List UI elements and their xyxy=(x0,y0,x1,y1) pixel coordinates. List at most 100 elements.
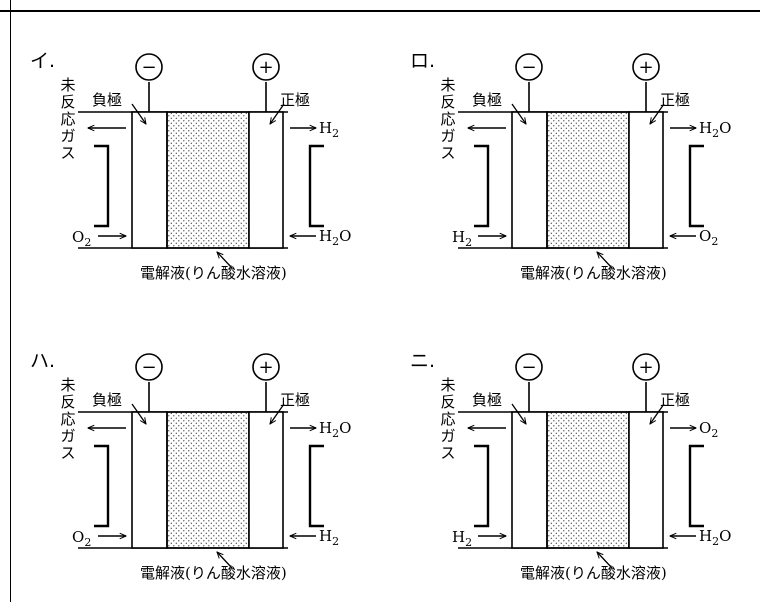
negative-terminal xyxy=(135,353,163,381)
negative-terminal xyxy=(515,53,543,81)
positive-terminal xyxy=(632,353,660,381)
option-label-ni: ニ. xyxy=(410,350,436,372)
unreacted-gas-char-2: 反 xyxy=(440,393,455,411)
positive-electrode-label: 正極 xyxy=(280,91,310,109)
positive-electrode-pointer xyxy=(270,103,285,124)
left-supply-gas: H2 xyxy=(452,528,472,549)
right-supply-gas: O2 xyxy=(699,227,718,248)
positive-sign: + xyxy=(638,57,653,78)
unreacted-gas-char-1: 未 xyxy=(440,76,455,94)
right-bracket xyxy=(688,144,704,228)
right-exhaust-gas: O2 xyxy=(699,419,718,440)
electrolyte-pointer xyxy=(217,252,233,269)
unreacted-gas-char-2: 反 xyxy=(440,93,455,111)
electrolyte-label: 電解液(りん酸水溶液) xyxy=(520,264,667,282)
positive-electrode-label: 正極 xyxy=(280,391,310,409)
electrolyte-region xyxy=(546,111,630,249)
unreacted-gas-char-1: 未 xyxy=(440,376,455,394)
option-label-i: イ. xyxy=(30,50,56,72)
positive-terminal xyxy=(632,53,660,81)
electrolyte-region xyxy=(166,411,250,549)
negative-electrode-pointer xyxy=(511,103,526,124)
right-supply-gas: H2O xyxy=(699,527,731,548)
option-label-ro: ロ. xyxy=(410,50,436,72)
right-exhaust-gas: H2O xyxy=(699,119,731,140)
unreacted-gas-char-5: ス xyxy=(440,144,455,162)
positive-terminal xyxy=(252,353,280,381)
unreacted-gas-char-4: ガ xyxy=(440,127,455,145)
negative-sign: − xyxy=(141,357,156,378)
left-supply-gas: O2 xyxy=(72,228,91,249)
negative-sign: − xyxy=(521,357,536,378)
negative-terminal xyxy=(515,353,543,381)
unreacted-gas-char-1: 未 xyxy=(60,376,75,394)
positive-electrode-pointer xyxy=(650,403,665,424)
right-supply-gas: H2O xyxy=(319,227,351,248)
positive-electrode-pointer xyxy=(270,403,285,424)
positive-electrode xyxy=(248,411,284,549)
positive-electrode-label: 正極 xyxy=(660,91,690,109)
cell-ha: − + 負極 正極 未 反 応 ガ ス O2 H2O H2 電解液(りん酸水溶液… xyxy=(60,353,351,582)
unreacted-gas-char-4: ガ xyxy=(60,427,75,445)
left-bracket xyxy=(474,444,490,528)
electrolyte-label: 電解液(りん酸水溶液) xyxy=(140,264,287,282)
negative-sign: − xyxy=(521,57,536,78)
cell-ro: − + 負極 正極 未 反 応 ガ ス H2 H2O O2 電解液(りん酸水溶液… xyxy=(440,53,731,282)
positive-sign: + xyxy=(638,357,653,378)
unreacted-gas-char-4: ガ xyxy=(440,427,455,445)
unreacted-gas-char-5: ス xyxy=(60,144,75,162)
electrolyte-label: 電解液(りん酸水溶液) xyxy=(520,564,667,582)
right-bracket xyxy=(308,144,324,228)
negative-electrode-label: 負極 xyxy=(92,91,122,109)
unreacted-gas-char-3: 応 xyxy=(60,410,75,428)
positive-electrode-label: 正極 xyxy=(660,391,690,409)
negative-electrode-pointer xyxy=(131,403,146,424)
negative-electrode-label: 負極 xyxy=(472,391,502,409)
electrolyte-pointer xyxy=(217,552,233,569)
cell-i: − + 負極 正極 未 反 応 ガ ス O2 H2 H2O 電解液(りん酸水溶液… xyxy=(60,53,351,282)
electrolyte-label: 電解液(りん酸水溶液) xyxy=(140,564,287,582)
positive-electrode xyxy=(248,111,284,249)
unreacted-gas-char-4: ガ xyxy=(60,127,75,145)
left-rule xyxy=(10,0,11,602)
right-bracket xyxy=(308,444,324,528)
option-label-ha: ハ. xyxy=(30,350,56,372)
unreacted-gas-char-3: 応 xyxy=(440,410,455,428)
left-bracket xyxy=(94,144,110,228)
positive-electrode-pointer xyxy=(650,103,665,124)
unreacted-gas-char-2: 反 xyxy=(60,93,75,111)
unreacted-gas-char-2: 反 xyxy=(60,393,75,411)
right-exhaust-gas: H2O xyxy=(319,419,351,440)
unreacted-gas-char-5: ス xyxy=(440,444,455,462)
right-bracket xyxy=(688,444,704,528)
electrolyte-pointer xyxy=(597,552,613,569)
positive-sign: + xyxy=(258,357,273,378)
left-supply-gas: O2 xyxy=(72,528,91,549)
positive-electrode xyxy=(628,111,664,249)
right-supply-gas: H2 xyxy=(319,527,339,548)
right-exhaust-gas: H2 xyxy=(319,119,339,140)
unreacted-gas-char-1: 未 xyxy=(60,76,75,94)
negative-electrode xyxy=(511,411,548,549)
unreacted-gas-char-5: ス xyxy=(60,444,75,462)
negative-electrode-label: 負極 xyxy=(472,91,502,109)
cell-ni: − + 負極 正極 未 反 応 ガ ス H2 O2 H2O 電解液(りん酸水溶液… xyxy=(440,353,731,582)
left-bracket xyxy=(94,444,110,528)
negative-electrode-pointer xyxy=(511,403,526,424)
electrolyte-region xyxy=(546,411,630,549)
unreacted-gas-char-3: 応 xyxy=(440,110,455,128)
negative-electrode xyxy=(131,111,168,249)
electrolyte-pointer xyxy=(597,252,613,269)
negative-terminal xyxy=(135,53,163,81)
top-rule xyxy=(0,10,760,12)
negative-electrode-label: 負極 xyxy=(92,391,122,409)
positive-terminal xyxy=(252,53,280,81)
negative-electrode xyxy=(131,411,168,549)
positive-sign: + xyxy=(258,57,273,78)
negative-electrode xyxy=(511,111,548,249)
positive-electrode xyxy=(628,411,664,549)
electrolyte-region xyxy=(166,111,250,249)
left-bracket xyxy=(474,144,490,228)
left-supply-gas: H2 xyxy=(452,228,472,249)
negative-electrode-pointer xyxy=(131,103,146,124)
